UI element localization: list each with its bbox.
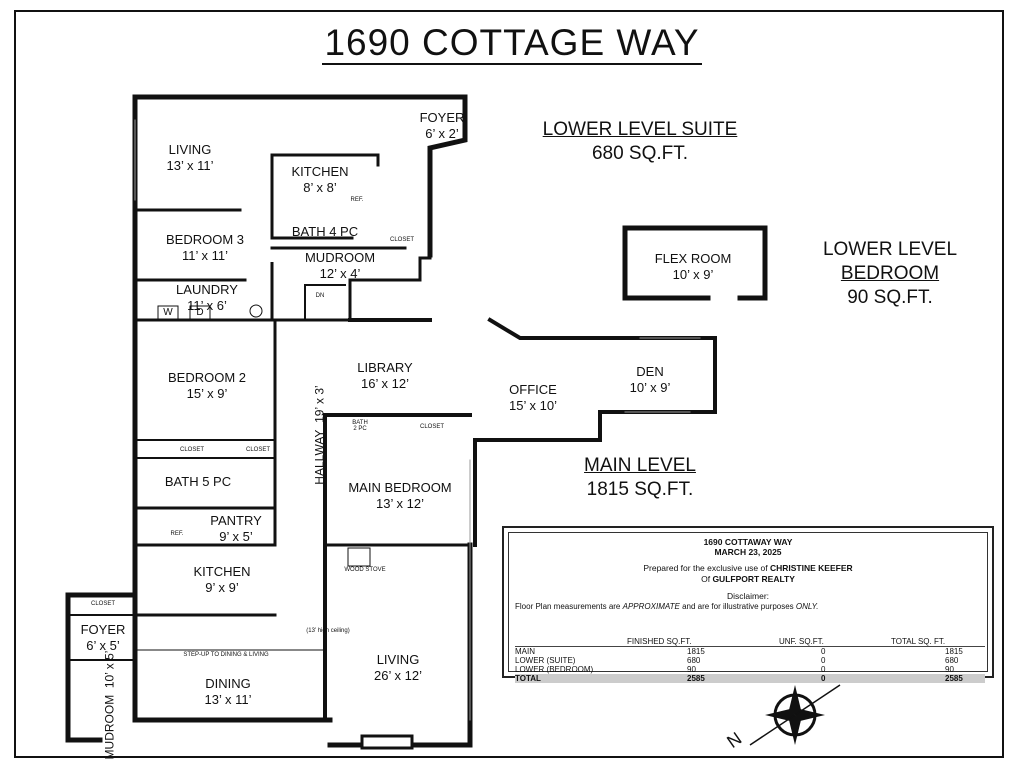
fireplace — [360, 734, 414, 750]
page-frame — [14, 10, 1004, 758]
wall-flex-room — [622, 225, 768, 301]
room-mudroom-side: MUDROOM 10’ x 5’ — [102, 650, 117, 760]
area-table: FINISHED SQ.FT. UNF. SQ.FT. TOTAL SQ. FT… — [515, 637, 985, 683]
stairs-down-label: DN — [315, 293, 325, 299]
area-table-total-row: TOTAL 2585 0 2585 — [515, 674, 985, 683]
wall-main-south — [327, 542, 473, 748]
wall-library-north — [348, 317, 717, 414]
area-table-row: LOWER (SUITE) 680 0 680 — [515, 656, 959, 665]
washer-label: W — [163, 307, 173, 318]
main-level-heading: MAIN LEVEL 1815 SQ.FT. — [530, 454, 750, 502]
lower-suite-area: 680 SQ.FT. — [591, 143, 689, 164]
dryer-box — [189, 305, 211, 321]
closet-label-main-bath: CLOSET — [419, 424, 445, 430]
lower-bedroom-name-1: LOWER LEVEL — [822, 239, 958, 260]
compass-rose — [749, 684, 841, 746]
room-bath-5pc: BATH 5 PC — [164, 474, 232, 489]
disclaimer-box: 1690 COTTAWAY WAY MARCH 23, 2025 Prepare… — [502, 526, 994, 683]
wall-foyer-side — [65, 592, 138, 743]
disclaimer-agency: Of GULFPORT REALTY — [701, 574, 795, 584]
lower-suite-heading: LOWER LEVEL SUITE 680 SQ.FT. — [500, 118, 780, 166]
room-bath-4pc: BATH 4 PC — [291, 224, 359, 239]
wood-stove-label: WOOD STOVE — [344, 567, 386, 573]
col-unf: UNF. SQ.FT. — [779, 637, 824, 646]
lower-bedroom-heading: LOWER LEVEL BEDROOM 90 SQ.FT. — [780, 238, 1000, 310]
washer-box — [157, 305, 179, 321]
disclaimer-inner: 1690 COTTAWAY WAY MARCH 23, 2025 Prepare… — [508, 532, 988, 683]
wall-lower-suite-kitchen — [270, 153, 380, 240]
area-table-header: FINISHED SQ.FT. UNF. SQ.FT. TOTAL SQ. FT… — [515, 637, 985, 647]
col-total: TOTAL SQ. FT. — [891, 637, 946, 646]
wood-stove-box — [347, 547, 371, 567]
col-finished: FINISHED SQ.FT. — [627, 637, 692, 646]
wall-mudroom — [270, 246, 432, 322]
disclaimer-prepared: Prepared for the exclusive use of CHRIST… — [643, 563, 853, 573]
wall-lower-suite-north — [132, 94, 468, 258]
lower-bedroom-area: 90 SQ.FT. — [847, 287, 933, 308]
disclaimer-address: 1690 COTTAWAY WAY — [703, 537, 793, 547]
dryer-label: D — [196, 307, 204, 318]
wall-bedroom2-south — [134, 439, 276, 459]
wall-bath5 — [133, 506, 277, 547]
main-level-name: MAIN LEVEL — [584, 455, 696, 476]
main-level-area: 1815 SQ.FT. — [586, 479, 694, 500]
wall-hallway-east — [323, 413, 472, 722]
room-hallway: HALLWAY 19’ x 3’ — [312, 385, 327, 485]
lower-suite-name: LOWER LEVEL SUITE — [542, 119, 738, 140]
step-up-note: STEP-UP TO DINING & LIVING — [183, 652, 269, 658]
closet-label-foyer: CLOSET — [90, 601, 116, 607]
page-title: 1690 COTTAGE WAY — [322, 22, 702, 65]
closet-label-mudroom: CLOSET — [389, 237, 415, 243]
closet-label-bedroom2-b: CLOSET — [245, 447, 271, 453]
wall-lower-suite-bed3 — [133, 208, 247, 282]
wall-foyer-side-inner — [67, 614, 136, 661]
disclaimer-note: Floor Plan measurements are APPROXIMATE … — [515, 602, 819, 611]
disclaimer-date: MARCH 23, 2025 — [714, 547, 782, 557]
area-table-row: LOWER (BEDROOM) 90 0 90 — [515, 665, 954, 674]
ref-label-top: REF. — [350, 197, 364, 203]
ref-label-main: REF. — [170, 531, 184, 537]
laundry-sink — [249, 304, 263, 318]
ceiling-note: (13’ high ceiling) — [306, 628, 350, 634]
wall-stairs — [304, 284, 346, 321]
lower-bedroom-name-2: BEDROOM — [840, 263, 940, 284]
wall-main-west — [132, 317, 333, 723]
disclaimer-label: Disclaimer: — [726, 591, 770, 601]
area-table-row: MAIN 1815 0 1815 — [515, 647, 963, 656]
closet-label-bedroom2-a: CLOSET — [179, 447, 205, 453]
